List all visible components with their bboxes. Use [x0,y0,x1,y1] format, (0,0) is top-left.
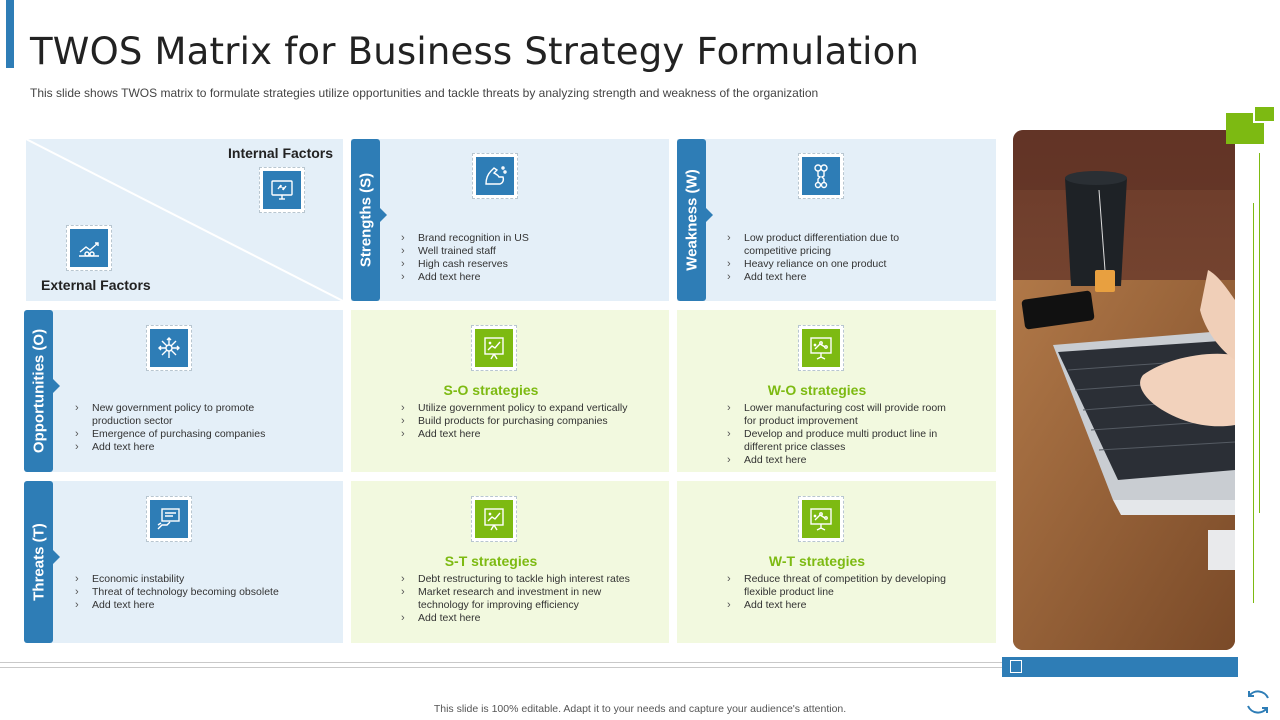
list-item: New government policy to promote product… [73,402,303,428]
bottom-blue-bar [1002,657,1238,677]
wt-strategies-icon-box [798,496,844,542]
bottom-divider [0,662,1010,663]
list-item: Well trained staff [399,245,659,258]
opportunities-label: Opportunities (O) [30,328,47,454]
diagonal-divider [26,139,343,301]
flexed-arm-icon [476,157,514,195]
list-item: Heavy reliance on one product [725,258,955,271]
threats-label: Threats (T) [30,523,47,601]
decor-green-line [1253,203,1254,603]
strengths-icon-box [472,153,518,199]
strengths-list: Brand recognition in US Well trained sta… [399,232,659,284]
list-item: Add text here [399,612,639,625]
wo-strategies-title: W-O strategies [767,382,867,398]
list-item: Add text here [725,271,955,284]
wo-strategies-icon-box [798,325,844,371]
threats-cell: Threats (T) Economic instability Threat … [24,481,343,643]
decor-green-square-small [1253,105,1276,123]
strategy-board-icon [475,329,513,367]
strategy-board-icon [475,500,513,538]
chart-link-icon [70,229,108,267]
external-factors-label: External Factors [41,277,151,293]
broken-bone-icon [802,157,840,195]
list-item: Emergence of purchasing companies [73,428,303,441]
list-item: Debt restructuring to tackle high intere… [399,573,639,586]
laptop-photo [1013,130,1235,650]
list-item: Develop and produce multi product line i… [725,428,955,454]
st-strategies-cell: S-T strategies Debt restructuring to tac… [351,481,669,643]
list-item: Reduce threat of competition by developi… [725,573,955,599]
slide-title: TWOS Matrix for Business Strategy Formul… [30,30,920,73]
internal-factors-label: Internal Factors [228,145,334,161]
bottom-divider [0,667,1010,668]
network-arrows-icon [150,329,188,367]
wt-strategies-list: Reduce threat of competition by developi… [725,573,955,612]
st-strategies-list: Debt restructuring to tackle high intere… [399,573,639,625]
list-item: Add text here [73,599,323,612]
threats-list: Economic instability Threat of technolog… [73,573,323,612]
wo-strategies-cell: W-O strategies Lower manufacturing cost … [677,310,996,472]
weakness-list: Low product differentiation due to compe… [725,232,955,284]
list-item: Lower manufacturing cost will provide ro… [725,402,955,428]
so-strategies-title: S-O strategies [443,382,539,398]
list-item: Economic instability [73,573,323,586]
threats-tab: Threats (T) [24,481,60,643]
list-item: Build products for purchasing companies [399,415,659,428]
weakness-cell: Weakness (W) Low product differentiation… [677,139,996,301]
list-item: Market research and investment in new te… [399,586,639,612]
strategy-board-icon [802,500,840,538]
weakness-tab: Weakness (W) [677,139,713,301]
list-item: Add text here [725,599,955,612]
wo-strategies-list: Lower manufacturing cost will provide ro… [725,402,955,467]
so-strategies-list: Utilize government policy to expand vert… [399,402,659,441]
factors-corner-cell: Internal Factors External Factors [26,139,343,301]
weakness-label: Weakness (W) [683,169,700,271]
list-item: Utilize government policy to expand vert… [399,402,659,415]
list-item: Brand recognition in US [399,232,659,245]
title-accent-bar [6,0,14,68]
opportunities-list: New government policy to promote product… [73,402,303,454]
list-item: Add text here [399,428,659,441]
opportunities-tab: Opportunities (O) [24,310,60,472]
list-item: Add text here [73,441,303,454]
st-strategies-title: S-T strategies [444,553,538,569]
threats-icon-box [146,496,192,542]
monitor-exchange-icon [263,171,301,209]
so-strategies-icon-box [471,325,517,371]
weakness-icon-box [798,153,844,199]
decor-green-line [1259,153,1260,513]
list-item: High cash reserves [399,258,659,271]
wt-strategies-cell: W-T strategies Reduce threat of competit… [677,481,996,643]
hand-presentation-icon [150,500,188,538]
internal-factors-icon-box [259,167,305,213]
strengths-cell: Strengths (S) Brand recognition in US We… [351,139,669,301]
footer-note: This slide is 100% editable. Adapt it to… [433,703,847,715]
st-strategies-icon-box [471,496,517,542]
list-item: Add text here [399,271,659,284]
refresh-icon[interactable] [1242,686,1274,718]
strengths-tab: Strengths (S) [351,139,387,301]
so-strategies-cell: S-O strategies Utilize government policy… [351,310,669,472]
opportunities-cell: Opportunities (O) New government policy … [24,310,343,472]
strengths-label: Strengths (S) [357,172,374,268]
list-item: Threat of technology becoming obsolete [73,586,323,599]
external-factors-icon-box [66,225,112,271]
wt-strategies-title: W-T strategies [768,553,866,569]
list-item: Add text here [725,454,955,467]
list-item: Low product differentiation due to compe… [725,232,955,258]
bottom-bar-square [1010,660,1022,673]
slide-subtitle: This slide shows TWOS matrix to formulat… [30,86,819,100]
opportunities-icon-box [146,325,192,371]
strategy-board-icon [802,329,840,367]
